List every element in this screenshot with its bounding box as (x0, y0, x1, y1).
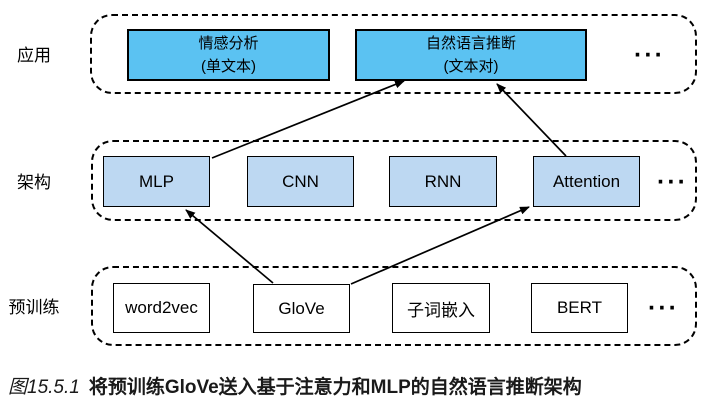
node-glove: GloVe (253, 284, 350, 333)
applications-ellipsis: ··· (634, 41, 665, 69)
node-natural-language-inference-line2: (文本对) (443, 58, 499, 75)
node-bert-label: BERT (556, 298, 603, 317)
row-label-applications: 应用 (17, 46, 51, 65)
node-sentiment-analysis: 情感分析 (单文本) (127, 29, 330, 81)
node-word2vec: word2vec (113, 283, 210, 333)
node-natural-language-inference-line1: 自然语言推断 (425, 35, 516, 52)
node-bert: BERT (531, 283, 628, 333)
row-label-pretraining: 预训练 (8, 298, 60, 317)
node-attention-label: Attention (552, 171, 621, 191)
node-cnn: CNN (247, 156, 354, 207)
figure-caption-text: 将预训练GloVe送入基于注意力和MLP的自然语言推断架构 (88, 377, 582, 398)
node-rnn-label: RNN (424, 171, 462, 191)
node-subword-embedding: 子词嵌入 (392, 283, 490, 333)
figure-caption-number: 图15.5.1 (8, 377, 80, 398)
node-word2vec-label: word2vec (125, 298, 198, 317)
architectures-ellipsis: ··· (657, 168, 688, 196)
row-label-architectures: 架构 (17, 173, 51, 192)
pretraining-ellipsis: ··· (648, 294, 679, 322)
node-subword-embedding-label: 子词嵌入 (407, 300, 475, 320)
node-mlp: MLP (103, 156, 210, 207)
node-natural-language-inference: 自然语言推断 (文本对) (355, 29, 587, 81)
node-glove-label: GloVe (278, 298, 325, 318)
node-sentiment-analysis-line2: (单文本) (201, 58, 256, 75)
node-mlp-label: MLP (139, 171, 174, 191)
figure-caption: 图15.5.1 将预训练GloVe送入基于注意力和MLP的自然语言推断架构 (8, 372, 582, 399)
node-sentiment-analysis-line1: 情感分析 (198, 35, 259, 52)
node-rnn: RNN (389, 156, 497, 207)
node-cnn-label: CNN (282, 171, 319, 191)
node-attention: Attention (533, 156, 640, 207)
